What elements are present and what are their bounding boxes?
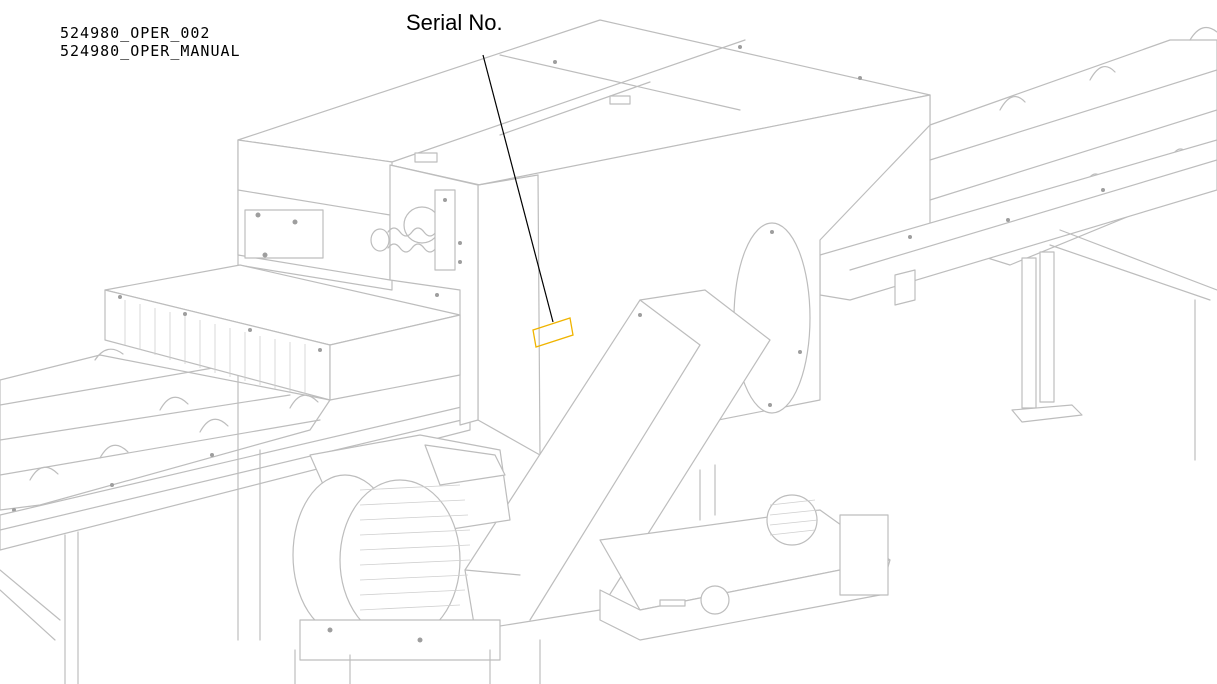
document-id-line-1: 524980_OPER_002 xyxy=(60,24,211,42)
left-roller-conveyor xyxy=(0,348,471,684)
outfeed-belt-conveyor xyxy=(599,464,891,641)
serial-number-leader-line xyxy=(482,54,554,323)
document-id-line-2: 524980_OPER_MANUAL xyxy=(60,42,241,60)
serial-number-plate-highlight xyxy=(532,317,574,348)
right-roller-conveyor xyxy=(819,26,1217,461)
main-housing xyxy=(237,19,931,641)
serial-number-callout-label: Serial No. xyxy=(406,10,503,35)
infeed-guard xyxy=(104,264,461,401)
motor xyxy=(292,434,541,684)
